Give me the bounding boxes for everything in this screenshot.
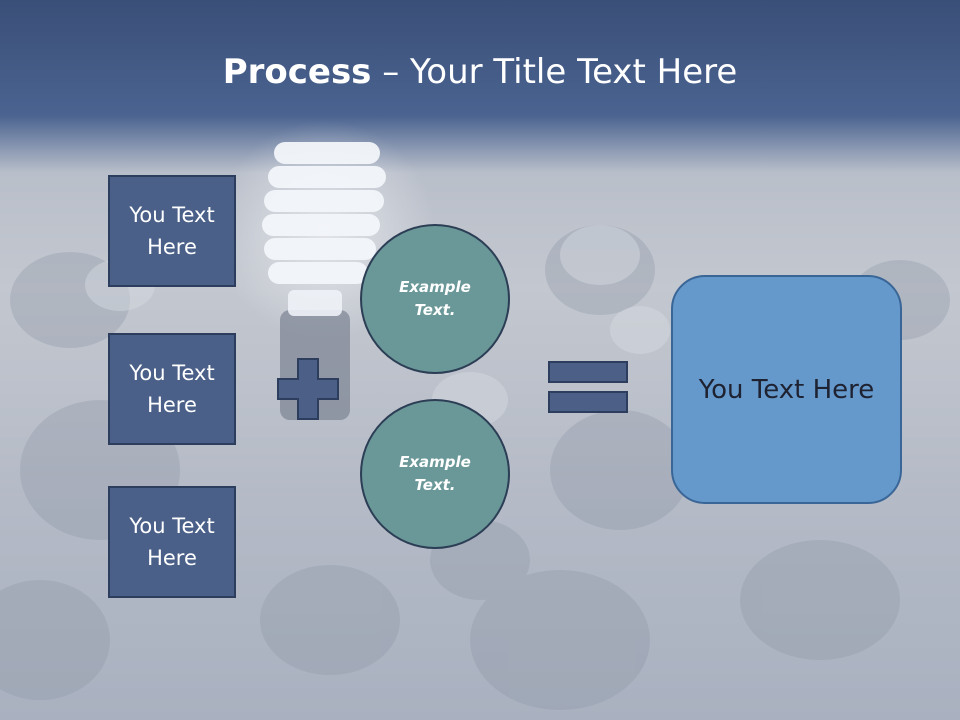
input-box-1[interactable]: You Text Here — [108, 175, 236, 287]
input-box-3[interactable]: You Text Here — [108, 486, 236, 598]
result-box[interactable]: You Text Here — [671, 275, 902, 504]
example-circle-1[interactable]: Example Text. — [360, 224, 510, 374]
equals-icon — [548, 361, 628, 413]
title-rest: – Your Title Text Here — [371, 52, 738, 92]
example-circle-label: Example Text. — [399, 278, 471, 319]
input-box-label: You Text Here — [129, 361, 215, 417]
title-bold: Process — [222, 52, 372, 92]
slide-title: Process – Your Title Text Here — [0, 52, 960, 92]
example-circle-label: Example Text. — [399, 453, 471, 494]
example-circle-2[interactable]: Example Text. — [360, 399, 510, 549]
input-box-label: You Text Here — [129, 203, 215, 259]
input-box-2[interactable]: You Text Here — [108, 333, 236, 445]
plus-icon — [277, 358, 339, 420]
result-box-label: You Text Here — [698, 374, 875, 405]
input-box-label: You Text Here — [129, 514, 215, 570]
